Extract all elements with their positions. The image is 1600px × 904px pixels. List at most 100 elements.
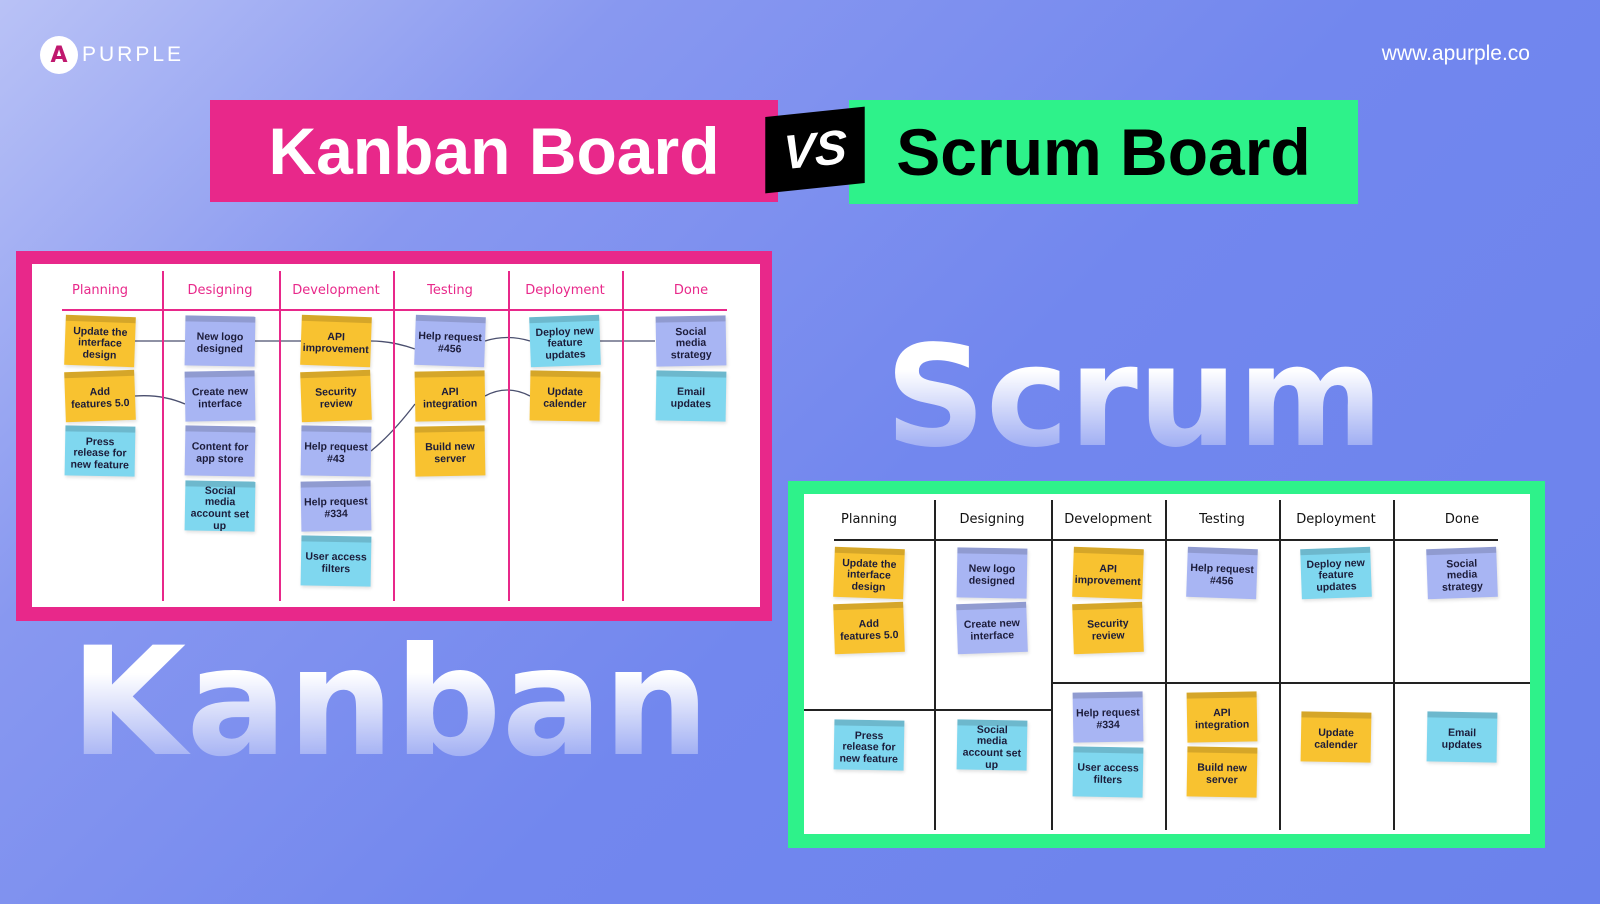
background-word-kanban: Kanban — [70, 616, 710, 790]
sticky-note[interactable]: Security review — [300, 369, 372, 423]
title-scrum: Scrum Board — [849, 100, 1358, 204]
connector-line — [484, 389, 531, 397]
sticky-note-text: User access filters — [1077, 761, 1139, 787]
sticky-note[interactable]: Deploy new feature updates — [529, 314, 601, 368]
connector-line — [484, 336, 531, 342]
sticky-note[interactable]: Update calender — [529, 370, 601, 422]
header-divider — [834, 539, 1498, 541]
sticky-note-text: Add features 5.0 — [70, 386, 130, 412]
sticky-note[interactable]: Create new interface — [184, 370, 256, 422]
sticky-note-text: Update the interface design — [72, 324, 128, 362]
connector-line — [370, 403, 416, 452]
sticky-note-text: Social media account set up — [962, 723, 1022, 771]
sticky-note-text: Update calender — [1314, 727, 1358, 752]
sticky-note-text: Create new interface — [191, 385, 249, 411]
sticky-note[interactable]: API improvement — [1072, 546, 1144, 600]
sticky-note-text: Email updates — [1441, 727, 1483, 752]
sticky-note-text: Security review — [314, 385, 357, 411]
sticky-note[interactable]: Build new server — [414, 425, 486, 477]
sticky-note[interactable]: User access filters — [300, 535, 372, 587]
sticky-note-text: Help request #456 — [418, 330, 483, 356]
sticky-note-text: Deploy new feature updates — [1306, 556, 1366, 594]
sticky-note-text: Social media strategy — [670, 325, 712, 362]
sticky-note[interactable]: Add features 5.0 — [64, 369, 136, 423]
sticky-note[interactable]: New logo designed — [184, 315, 256, 367]
row-divider — [804, 709, 1051, 711]
column-divider — [162, 271, 164, 601]
column-header-done: Done — [1444, 512, 1480, 527]
sticky-note[interactable]: Deploy new feature updates — [1300, 546, 1372, 600]
sticky-note[interactable]: Social media strategy — [655, 315, 727, 367]
sticky-note-text: Content for app store — [191, 440, 249, 466]
sticky-note[interactable]: Help request #456 — [1186, 546, 1258, 600]
sticky-note[interactable]: Add features 5.0 — [833, 601, 905, 655]
column-divider — [622, 271, 624, 601]
sticky-note[interactable]: Security review — [1072, 601, 1144, 655]
column-divider — [1393, 500, 1395, 830]
sticky-note[interactable]: User access filters — [1072, 746, 1144, 798]
column-header-planning: Planning — [72, 283, 128, 298]
column-divider — [1051, 500, 1053, 830]
title-kanban: Kanban Board — [210, 100, 778, 202]
column-header-deployment: Deployment — [525, 283, 605, 298]
column-header-development: Development — [292, 283, 380, 298]
sticky-note-text: Help request #334 — [1076, 706, 1140, 732]
sticky-note[interactable]: Help request #456 — [414, 314, 486, 368]
sticky-note-text: Update the interface design — [841, 556, 897, 594]
sticky-note-text: Press release for new feature — [70, 435, 130, 472]
sticky-note[interactable]: API improvement — [300, 314, 372, 368]
sticky-note[interactable]: Social media account set up — [956, 719, 1028, 771]
logo-mark-icon: A — [40, 36, 78, 74]
sticky-note[interactable]: Update the interface design — [64, 314, 136, 368]
sticky-note[interactable]: Help request #334 — [300, 480, 372, 532]
sticky-note-text: Help request #43 — [304, 440, 368, 466]
sticky-note[interactable]: API integration — [1186, 691, 1258, 743]
sticky-note[interactable]: Email updates — [655, 370, 727, 422]
sticky-note-text: Create new interface — [963, 617, 1021, 643]
sticky-note-text: Social media strategy — [1441, 557, 1484, 594]
sticky-note[interactable]: Update calender — [1300, 711, 1372, 763]
sticky-note-text: Build new server — [1197, 762, 1247, 787]
sticky-note[interactable]: Press release for new feature — [833, 719, 905, 771]
column-header-testing: Testing — [427, 283, 473, 298]
sticky-note[interactable]: Create new interface — [956, 601, 1028, 655]
title-vs: VS — [765, 106, 865, 194]
sticky-note[interactable]: Update the interface design — [833, 546, 905, 600]
sticky-note-text: Press release for new feature — [839, 729, 899, 766]
sticky-note[interactable]: Email updates — [1426, 711, 1498, 763]
sticky-note-text: Add features 5.0 — [839, 618, 899, 644]
background-word-scrum: Scrum — [885, 316, 1384, 479]
sticky-note-text: User access filters — [305, 550, 367, 576]
sticky-note[interactable]: Press release for new feature — [64, 425, 136, 477]
sticky-note-text: API improvement — [1074, 563, 1141, 589]
column-header-designing: Designing — [959, 512, 1025, 527]
logo-text: PURPLE — [82, 43, 185, 66]
sticky-note-text: Update calender — [543, 386, 587, 411]
sticky-note[interactable]: API integration — [414, 370, 486, 422]
sticky-note[interactable]: Content for app store — [184, 425, 256, 477]
sticky-note[interactable]: New logo designed — [956, 547, 1028, 599]
website-url: www.apurple.co — [1381, 42, 1530, 65]
column-header-development: Development — [1064, 512, 1152, 527]
brand-logo: A PURPLE — [40, 36, 184, 74]
kanban-connectors — [134, 336, 655, 452]
column-divider — [934, 500, 936, 830]
connector-line — [370, 340, 416, 350]
column-divider — [1165, 500, 1167, 830]
sticky-note[interactable]: Help request #334 — [1072, 691, 1144, 743]
column-divider — [393, 271, 395, 601]
column-header-designing: Designing — [187, 283, 253, 298]
sticky-note[interactable]: Social media account set up — [184, 480, 256, 532]
sticky-note-text: Build new server — [425, 441, 475, 466]
sticky-note[interactable]: Help request #43 — [300, 425, 372, 477]
sticky-note[interactable]: Social media strategy — [1426, 546, 1498, 600]
column-divider — [508, 271, 510, 601]
sticky-note-text: Deploy new feature updates — [535, 324, 595, 362]
sticky-note-text: Social media account set up — [190, 484, 250, 532]
sticky-note[interactable]: Build new server — [1186, 746, 1258, 798]
sticky-note-text: API improvement — [302, 331, 369, 357]
connector-line — [134, 395, 186, 405]
